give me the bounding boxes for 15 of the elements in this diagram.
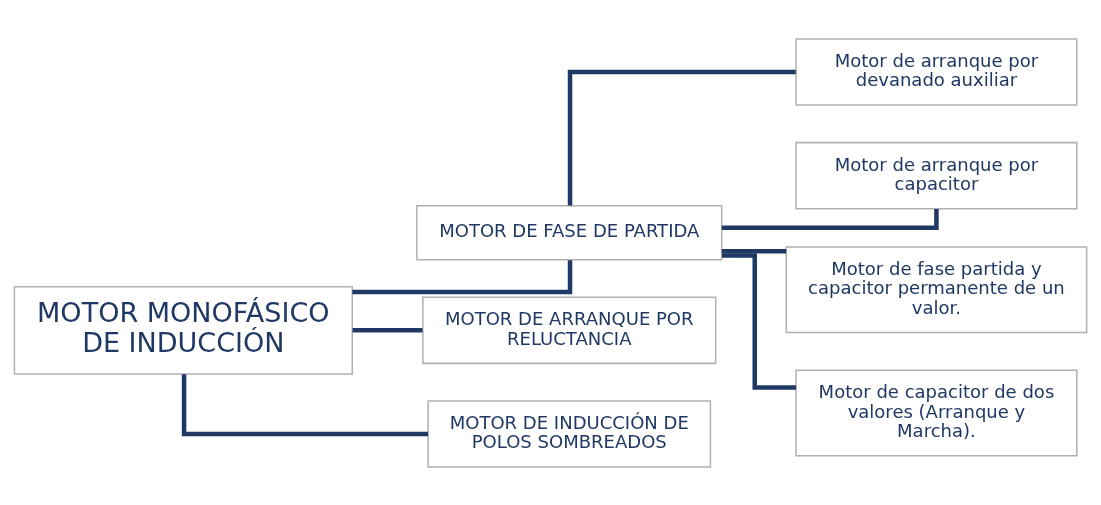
node-box: Motor de arranque por capacitor [795,141,1078,209]
node-box: Motor de arranque por devanado auxiliar [795,37,1078,106]
connector [352,259,573,294]
connector [721,208,939,230]
connector [352,327,423,333]
connector [567,69,796,205]
node-box: MOTOR DE ARRANQUE POR RELUCTANCIA [422,296,717,364]
connector [721,248,787,253]
node-box: Motor de fase partida y capacitor permanente de un valor. [785,245,1088,333]
node-box: MOTOR MONOFÁSICO DE INDUCCIÓN [13,285,353,375]
node-box: MOTOR DE FASE DE PARTIDA [416,204,723,260]
node-box: MOTOR DE INDUCCIÓN DE POLOS SOMBREADOS [427,399,712,468]
connector [722,252,796,390]
node-box: Motor de capacitor de dos valores (Arranque y Marcha). [795,368,1078,456]
connector [181,373,429,436]
